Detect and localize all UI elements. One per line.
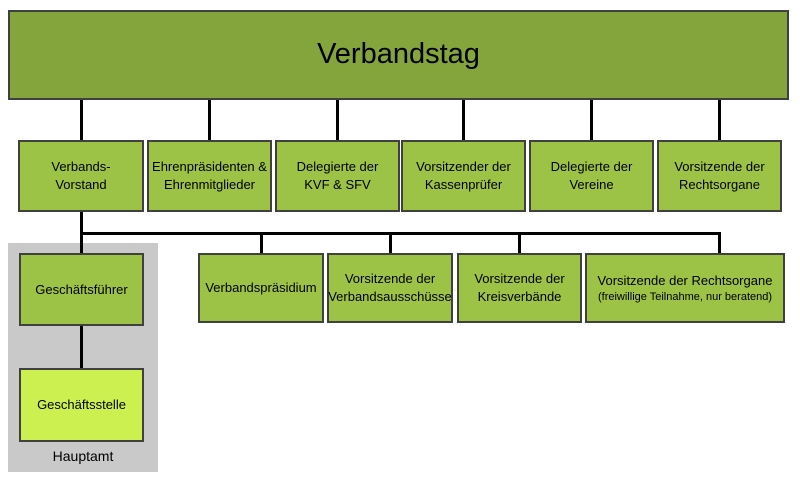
box-label-line: Rechtsorgane [679,177,760,192]
box-label-line: Vereine [569,177,614,192]
org-box-geschaeftsstelle: Geschäftsstelle [19,368,144,442]
org-box-delegierte-vereine: Delegierte der Vereine [529,140,654,212]
box-label-line: Geschäftsführer [35,281,128,297]
box-label-line: Vorstand [55,177,107,192]
connector-bus-praesidium [260,232,263,253]
connector-bus-kreisverbaende [518,232,521,253]
box-label-line: Vorsitzende der Rechtsorgane [597,273,773,289]
org-box-geschaeftsfuehrer: Geschäftsführer [19,253,144,326]
org-box-kreisverbaende: Vorsitzende der Kreisverbände [457,253,582,323]
connector-root-kassenpruefer [462,100,465,140]
box-label-line: Delegierte der [550,159,633,175]
connector-bus [80,232,721,235]
connector-root-vorstand [80,100,83,140]
org-box-ehrenpraesidenten: Ehrenpräsidenten & Ehrenmitglieder [147,140,272,212]
box-label-line: Verbands- [51,159,111,175]
org-box-verbandsausschuesse: Vorsitzende der Verbandsausschüsse [327,253,453,323]
box-label-line: Delegierte der [296,159,379,175]
box-label-line: Ehrenmitglieder [163,177,256,192]
connector-gf-gs [80,326,83,368]
box-label-line: Vorsitzende der [344,271,436,287]
hauptamt-label: Hauptamt [52,448,114,464]
box-label-line: Verbandspräsidium [205,280,317,296]
box-label-line: Kreisverbände [477,289,562,304]
org-box-verbandstag: Verbandstag [8,10,789,100]
connector-bus-ausschuesse [389,232,392,253]
org-box-verbandspraesidium: Verbandspräsidium [198,253,324,323]
org-box-delegierte-kvf-sfv: Delegierte der KVF & SFV [275,140,400,212]
box-label-subline: (freiwillige Teilnahme, nur beratend) [597,290,773,303]
box-label-line: KVF & SFV [304,177,371,192]
org-box-verbands-vorstand: Verbands- Vorstand [18,140,144,212]
box-label-line: Vorsitzende der [474,271,565,287]
box-label-line: Verbandsausschüsse [328,289,452,304]
connector-root-ehrenpraesidenten [208,100,211,140]
box-label-line: Kassenprüfer [424,177,503,192]
org-box-rechtsorgane-beratend: Vorsitzende der Rechtsorgane (freiwillig… [585,253,785,323]
connector-root-rechtsorgane [718,100,721,140]
connector-bus-rechtsorgane [718,232,721,253]
connector-root-delegierte-vereine [590,100,593,140]
box-label-line: Vorsitzende der [674,159,765,175]
box-label-line: Geschäftsstelle [37,397,126,413]
org-box-vorsitzender-kassenpruefer: Vorsitzender der Kassenprüfer [401,140,526,212]
box-label-line: Vorsitzender der [416,159,511,175]
org-box-vorsitzende-rechtsorgane: Vorsitzende der Rechtsorgane [657,140,782,212]
org-box-verbandstag-label: Verbandstag [317,38,480,71]
connector-root-delegierte-kvf [336,100,339,140]
box-label-line: Ehrenpräsidenten & [152,159,267,175]
